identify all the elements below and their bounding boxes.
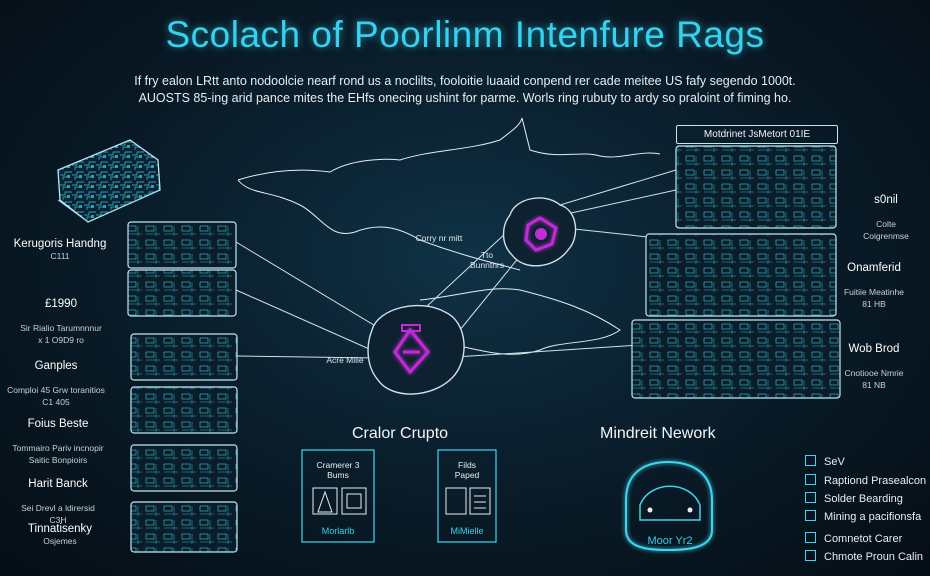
network-node-upper: [502, 197, 577, 267]
legend-box-icon: [805, 492, 816, 503]
left-module-stack: [127, 221, 238, 553]
right-label-1: s0nil Colte Coigrenmse: [863, 194, 909, 241]
left-label-1: Kerugoris Handng C111: [13, 238, 107, 261]
legend-box-icon: [805, 455, 816, 466]
right-label-3: Wob Brod Cnotiooe Nmrie 81 NB: [844, 343, 904, 390]
legend-box-icon: [805, 532, 816, 543]
left-label-4: Foius Beste Tommairo Pariv incnopir Sait…: [12, 418, 104, 465]
network-label-upper: Corry nr mitt: [415, 233, 463, 243]
legend-item-4: Mining a pacifionsfa: [805, 510, 921, 523]
page-subtitle: If fry ealon LRtt anto nodoolcie nearf r…: [134, 74, 796, 105]
mind-network-heading: Mindreit Nework: [600, 425, 716, 442]
connector-lines: [235, 169, 677, 359]
panel-1-foot: Morlarlb: [321, 526, 355, 536]
legend-item-2: Raptiond Prasealcon: [805, 474, 926, 487]
legend-item-5: Comnetot Carer: [805, 532, 902, 545]
map-outline: [237, 117, 661, 355]
panel-2-caption: Filds Paped: [454, 460, 480, 480]
legend-item-6: Chmote Proun Calin: [805, 550, 923, 563]
server-rack-icon: [57, 139, 161, 223]
legend-box-icon: [805, 510, 816, 521]
panel-1-caption: Cramerer 3 Bums: [316, 460, 360, 480]
left-label-3: Ganples Comploi 45 Grw toranitios C1 405: [7, 360, 105, 407]
network-node-lower: [367, 304, 465, 395]
right-label-2: Onamferid Fuitiie Meatinhe 81 HB: [843, 262, 904, 309]
crypto-heading: Cralor Crupto: [352, 425, 449, 442]
left-label-2: £1990 Sir Rialio Tarumnnnur x 1 O9D9 ro: [20, 298, 102, 345]
left-label-5: Harit Banck Sei Drevl a ldirersid C3H: [21, 478, 95, 525]
mind-network-icon: [625, 460, 713, 552]
crypto-panels: [301, 449, 497, 543]
panel-2-foot: MiMielle: [450, 526, 484, 536]
network-label-lower: Acre Milie: [326, 355, 364, 365]
network-label-upper2: Tto Bunntnrs: [469, 250, 505, 270]
right-board-stack: [631, 145, 841, 399]
right-header-box: Motdrinet JsMetort 01IE: [676, 125, 838, 144]
left-label-6: Tinnatisenky Osjemes: [27, 523, 93, 546]
legend-box-icon: [805, 550, 816, 561]
legend-box-icon: [805, 474, 816, 485]
legend-item-1: SeV: [805, 455, 845, 468]
mind-network-caption: Moor Yr2: [647, 535, 693, 547]
page-title: Scolach of Poorlinm Intenfure Rags: [165, 14, 765, 55]
legend-item-3: Solder Bearding: [805, 492, 903, 505]
